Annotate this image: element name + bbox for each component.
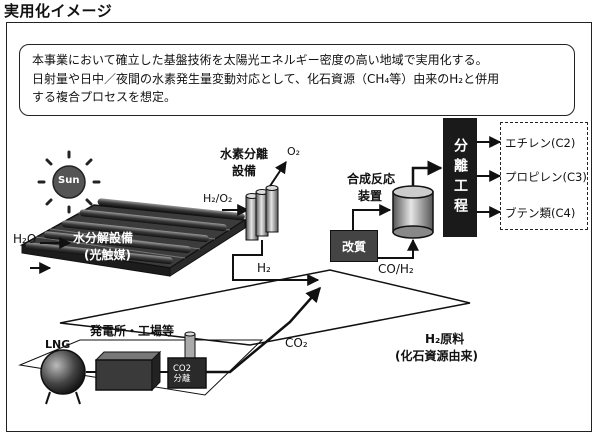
coh2-arrow <box>376 238 419 259</box>
separation-process: 分離工程 <box>443 118 477 237</box>
hydrogen-separation-unit <box>245 185 279 241</box>
h2o2-label: H₂/O₂ <box>203 192 233 205</box>
co-h2-label: CO/H₂ <box>378 262 414 276</box>
synthesis-label-1: 合成反応 <box>347 172 396 186</box>
product-ethylene: エチレン(C2) <box>505 136 576 150</box>
page-title: 実用化イメージ <box>4 2 113 20</box>
sun-icon <box>37 150 101 214</box>
reactor-to-separation-arrow <box>411 160 443 186</box>
photocatalyst-panel <box>19 198 248 277</box>
synthesis-reactor <box>392 185 434 239</box>
h2-feedstock-label-2: (化石資源由来) <box>395 349 478 363</box>
o2-label: O₂ <box>287 145 301 158</box>
co2-label: CO₂ <box>285 336 308 350</box>
synthesis-label-2: 装置 <box>358 189 383 203</box>
description-box: 本事業において確立した基盤技術を太陽光エネルギー密度の高い地域で実用化する。 日… <box>19 44 575 116</box>
h2-to-reactor-arrow <box>352 204 392 230</box>
plant-label: 発電所・工場等 <box>90 324 175 338</box>
hydrogen-separation-label-1: 水素分離 <box>220 147 269 161</box>
photocatalyst-label: (光触媒) <box>84 248 131 262</box>
water-splitting-label: 水分解設備 <box>73 231 134 245</box>
co2-separation-label-1: CO2 <box>172 364 192 374</box>
o2-arrow <box>269 161 287 187</box>
lng-tank <box>40 349 86 405</box>
co2-separation-unit <box>167 331 207 389</box>
hydrogen-separation-label-2: 設備 <box>232 164 257 178</box>
description-line-2: 日射量や日中／夜間の水素発生量変動対応として、化石資源（CH₄等）由来のH₂と併… <box>32 71 500 86</box>
description-line-3: する複合プロセスを想定。 <box>32 90 177 104</box>
power-plant <box>94 350 162 392</box>
h2o-inlet-arrows <box>30 237 72 274</box>
diagram-frame <box>6 22 592 432</box>
description-line-1: 本事業において確立した基盤技術を太陽光エネルギー密度の高い地域で実用化する。 <box>32 53 488 67</box>
h2-line <box>232 240 320 286</box>
lng-label: LNG <box>45 338 71 351</box>
h2o-label: H₂O <box>13 232 37 246</box>
sun-label: Sun <box>58 175 80 186</box>
co2-separation-label: CO2 分離 <box>171 364 193 384</box>
product-butenes: ブテン類(C4) <box>505 206 576 220</box>
products-box <box>500 122 588 230</box>
reforming-unit: 改質 <box>330 230 378 262</box>
co2-line <box>206 286 321 374</box>
product-arrows <box>477 136 502 218</box>
h2-label: H₂ <box>257 261 271 275</box>
co2-separation-label-2: 分離 <box>173 374 191 384</box>
product-propylene: プロピレン(C3) <box>505 170 587 184</box>
h2-feedstock-label-1: H₂原料 <box>425 332 465 346</box>
